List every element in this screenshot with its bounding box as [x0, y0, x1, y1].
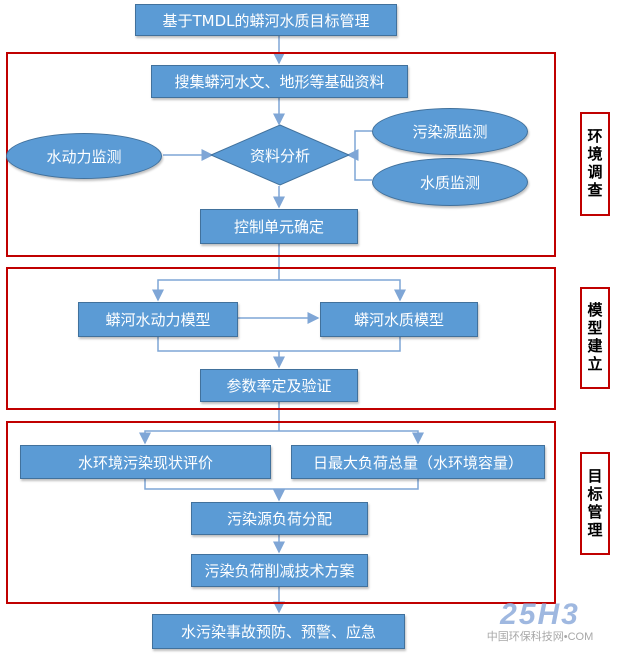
- control-unit-box: 控制单元确定: [200, 209, 358, 244]
- watermark-logo: 25H3 中国环保科技网•COM: [486, 598, 594, 644]
- calibration-box: 参数率定及验证: [200, 369, 358, 402]
- title-text: 基于TMDL的蟒河水质目标管理: [162, 11, 370, 30]
- title-box: 基于TMDL的蟒河水质目标管理: [135, 4, 397, 36]
- section-model-label: 模型建立: [580, 287, 610, 389]
- collect-data-box: 搜集蟒河水文、地形等基础资料: [151, 65, 408, 98]
- section-management-frame: [6, 421, 556, 604]
- final-box: 水污染事故预防、预警、应急: [152, 614, 405, 649]
- reduction-box: 污染负荷削减技术方案: [191, 554, 368, 587]
- hydro-model-box: 蟒河水动力模型: [78, 302, 238, 337]
- section-environment-label: 环境调查: [580, 112, 610, 216]
- quality-model-box: 蟒河水质模型: [320, 302, 478, 337]
- section-management-label: 目标管理: [580, 452, 610, 555]
- analysis-label: 资料分析: [249, 146, 310, 165]
- tmdl-box: 日最大负荷总量（水环境容量）: [291, 445, 545, 479]
- allocation-box: 污染源负荷分配: [191, 502, 368, 535]
- hydro-monitor-ellipse: 水动力监测: [6, 133, 162, 179]
- analysis-diamond: [210, 124, 350, 186]
- pollution-monitor-ellipse: 污染源监测: [372, 108, 528, 155]
- assessment-box: 水环境污染现状评价: [20, 445, 271, 479]
- quality-monitor-ellipse: 水质监测: [372, 158, 528, 206]
- section-model-frame: [6, 267, 556, 410]
